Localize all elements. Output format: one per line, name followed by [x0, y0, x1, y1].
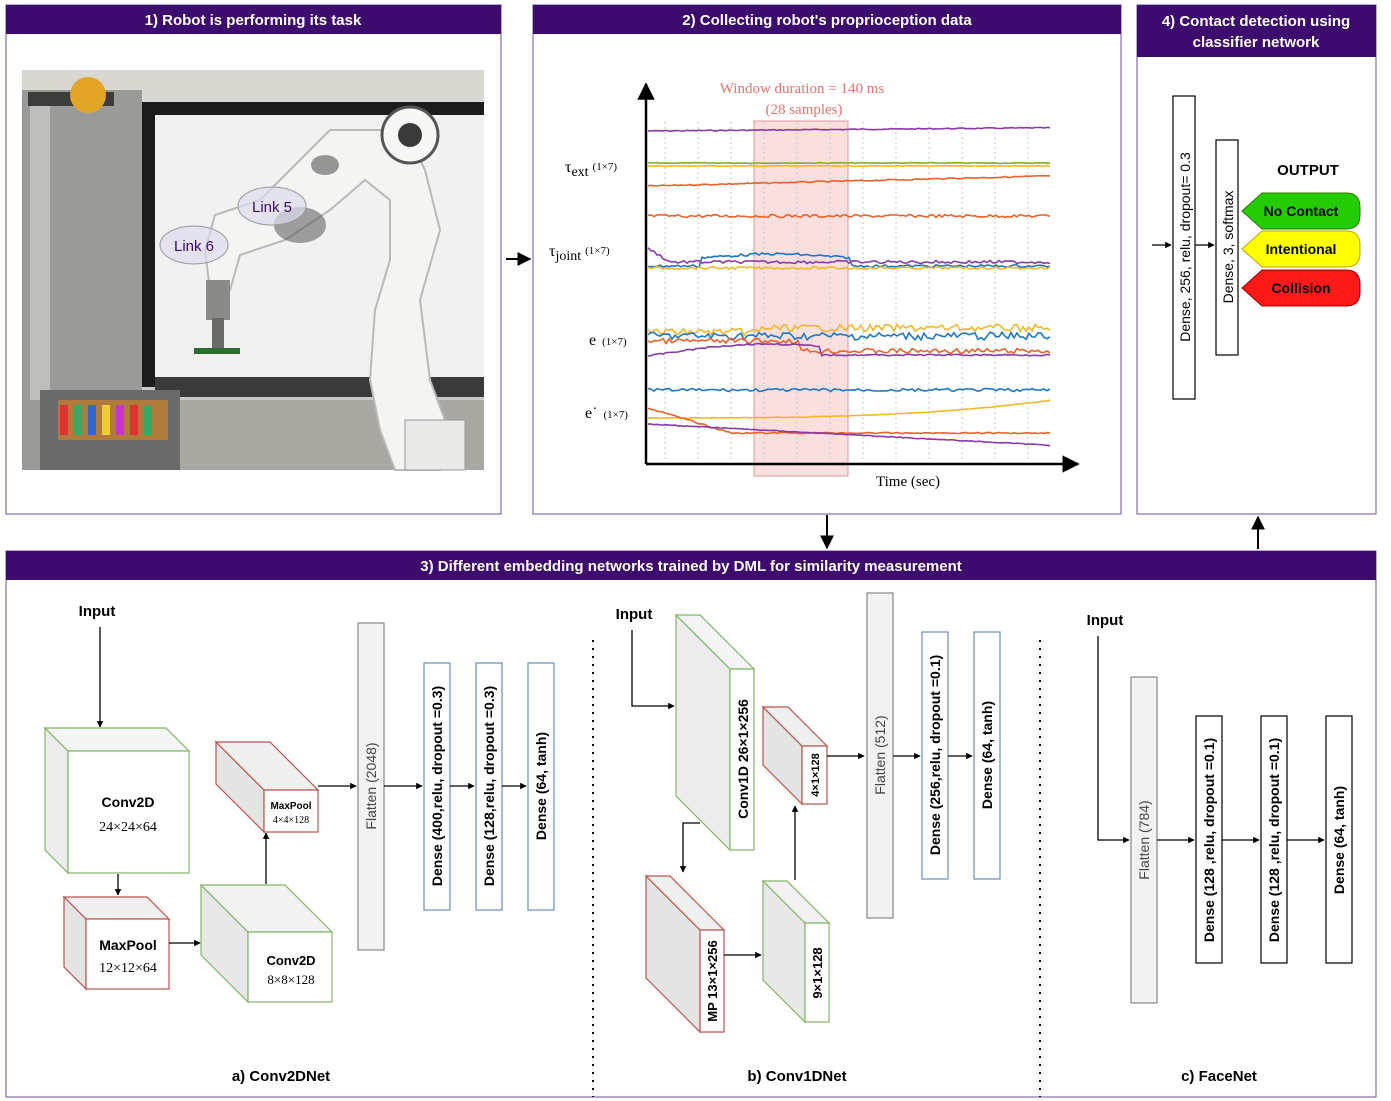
- link-6-label: Link 6: [174, 238, 214, 255]
- conv2d-dense-64-label: Dense (64, tanh): [533, 732, 549, 840]
- conv1d-layer-2-label: 9×1×128: [810, 947, 825, 998]
- panel-2: 2) Collecting robot's proprioception dat…: [532, 4, 1122, 515]
- panel-4-title-line1: 4) Contact detection using: [1162, 13, 1350, 30]
- trace-edot-yellow: [647, 399, 1051, 420]
- trace-joint-purple: [647, 247, 1051, 265]
- trace-edot-purple: [648, 423, 1051, 447]
- conv1d-pool-2-label: 4×1×128: [810, 753, 822, 796]
- trace-joint-yellow: [647, 265, 1051, 271]
- conv1d-dense-256-label: Dense (256,relu, dropout =0.1): [927, 655, 943, 855]
- conv2d-layer-2: Conv2D 8×8×128: [199, 883, 334, 1004]
- plot-gridlines: [664, 122, 1029, 462]
- classifier-dense-3: [1215, 139, 1239, 356]
- conv2dnet: Input Conv2D 24×24×64 MaxPool 12×12×64: [43, 603, 555, 1085]
- facenet-flatten: [1130, 676, 1158, 1004]
- conv2d-dense-128-label: Dense (128,relu, dropout =0.3): [481, 686, 497, 886]
- conv1d-maxpool-label: MP 13×1×256: [705, 940, 720, 1021]
- maxpool-layer-2-dim: 4×4×128: [273, 815, 309, 826]
- facenet-dense-128-b-label: Dense (128 ,relu, dropout =0.1): [1266, 738, 1282, 942]
- panel-1-title: 1) Robot is performing its task: [145, 12, 362, 29]
- conv1d-dense-256: [921, 631, 949, 880]
- conv1d-layer: Conv1D 26×1×256: [674, 613, 756, 852]
- panel-1: 1) Robot is performing its task: [5, 4, 502, 515]
- conv1d-layer-2: 9×1×128: [761, 879, 831, 1024]
- signal-label-e-dot: e˙(1×7): [585, 405, 628, 422]
- conv1d-dense-64: [973, 631, 1001, 880]
- trace-e-orange: [647, 337, 1051, 355]
- signal-label-e: e(1×7): [589, 332, 627, 349]
- facenet-dense-64: [1325, 715, 1353, 964]
- trace-ext-yellow: [648, 164, 1051, 168]
- signal-label-tau-joint: τjoint(1×7): [549, 243, 610, 264]
- facenet-dense-128-a-label: Dense (128 ,relu, dropout =0.1): [1201, 738, 1217, 942]
- window-duration-label: Window duration = 140 ms: [720, 81, 885, 97]
- classifier-dense-256-label: Dense, 256, relu, dropout= 0.3: [1177, 152, 1193, 342]
- window-samples-label: (28 samples): [765, 102, 842, 118]
- facenet-dense-128-b: [1260, 715, 1288, 964]
- conv2d-flatten-label: Flatten (2048): [363, 742, 379, 829]
- output-no-contact-label: No Contact: [1264, 203, 1339, 219]
- maxpool-layer-1-name: MaxPool: [99, 937, 157, 953]
- conv1dnet: Input Conv1D 26×1×256 MP 13×1×256 9×: [616, 592, 1001, 1085]
- conv2d-dense-400-label: Dense (400,relu, dropout =0.3): [429, 686, 445, 886]
- trace-e-blue: [647, 330, 1051, 342]
- robot-photo: Link 5 Link 6: [22, 70, 484, 471]
- output-collision: Collision: [1241, 269, 1361, 307]
- trace-ext-orange: [647, 174, 1051, 187]
- facenet-dense-64-label: Dense (64, tanh): [1331, 786, 1347, 894]
- panel-4-title-line2: classifier network: [1193, 34, 1320, 51]
- panel-3-title: 3) Different embedding networks trained …: [420, 558, 962, 575]
- conv2d-dense-128: [475, 662, 503, 911]
- output-intentional: Intentional: [1241, 230, 1361, 268]
- signal-label-tau-ext: τext(1×7): [565, 159, 617, 180]
- conv1d-dense-64-label: Dense (64, tanh): [979, 701, 995, 809]
- conv1dnet-caption: b) Conv1DNet: [747, 1068, 846, 1085]
- maxpool-layer-1: MaxPool 12×12×64: [62, 895, 171, 991]
- conv2d-dense-400: [423, 662, 451, 911]
- facenet-caption: c) FaceNet: [1181, 1068, 1257, 1085]
- maxpool-layer-2: MaxPool 4×4×128: [214, 740, 320, 834]
- maxpool-layer-1-dim: 12×12×64: [99, 961, 157, 976]
- classifier-dense-256: [1172, 95, 1196, 400]
- trace-ext-green: [647, 161, 1051, 165]
- conv1d-layer-label: Conv1D 26×1×256: [735, 699, 751, 819]
- conv1d-flatten-label: Flatten (512): [872, 715, 888, 794]
- conv2d-input-label: Input: [79, 603, 116, 620]
- facenet: Input Flatten (784) Dense (128 ,relu, dr…: [1087, 612, 1353, 1085]
- conv2d-layer-1: Conv2D 24×24×64: [43, 726, 191, 875]
- output-collision-label: Collision: [1271, 280, 1330, 296]
- conv2dnet-caption: a) Conv2DNet: [232, 1068, 330, 1085]
- panel-2-title: 2) Collecting robot's proprioception dat…: [682, 12, 972, 29]
- facenet-dense-128-a: [1195, 715, 1223, 964]
- output-intentional-label: Intentional: [1266, 241, 1337, 257]
- output-no-contact: No Contact: [1241, 192, 1361, 230]
- trace-joint-blue: [647, 252, 1051, 269]
- panel-4: 4) Contact detection using classifier ne…: [1136, 4, 1377, 515]
- output-heading: OUTPUT: [1277, 162, 1339, 179]
- x-axis-label: Time (sec): [876, 474, 940, 490]
- trace-ext-purple: [648, 126, 1051, 133]
- trace-joint-orange: [647, 213, 1051, 219]
- conv1d-input-label: Input: [616, 606, 653, 623]
- conv2d-layer-2-name: Conv2D: [266, 953, 315, 968]
- signal-traces: [647, 126, 1051, 447]
- maxpool-layer-2-name: MaxPool: [270, 801, 311, 812]
- conv2d-dense-64: [527, 662, 555, 911]
- trace-e-yellow: [647, 322, 1051, 337]
- classifier-dense-3-label: Dense, 3, softmax: [1220, 191, 1236, 304]
- conv2d-layer-2-dim: 8×8×128: [267, 972, 314, 987]
- link-5-label: Link 5: [252, 199, 292, 216]
- conv2d-layer-1-dim: 24×24×64: [99, 820, 157, 835]
- trace-e-purple: [647, 342, 1051, 357]
- trace-edot-blue: [647, 387, 1051, 393]
- conv2d-layer-1-name: Conv2D: [102, 794, 155, 810]
- sampling-window: [753, 120, 849, 477]
- panel-3: 3) Different embedding networks trained …: [5, 550, 1377, 1098]
- facenet-flatten-label: Flatten (784): [1136, 800, 1152, 879]
- signal-plot: Window duration = 140 ms (28 samples) Ti…: [549, 81, 1080, 490]
- conv1d-pool-2: 4×1×128: [761, 705, 829, 806]
- conv1d-maxpool: MP 13×1×256: [644, 874, 726, 1034]
- facenet-input-label: Input: [1087, 612, 1124, 629]
